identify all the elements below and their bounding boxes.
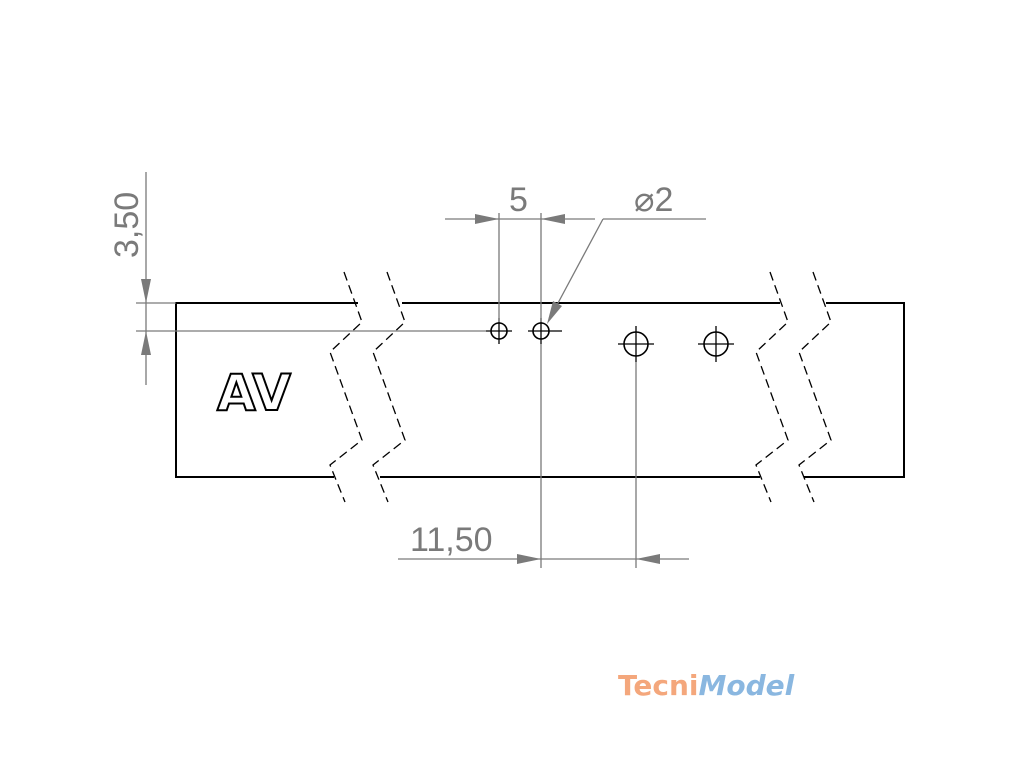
dimension-vertical-offset: 3,50 bbox=[108, 172, 486, 385]
break-lines bbox=[329, 271, 832, 503]
large-hole-2 bbox=[698, 326, 734, 362]
dimension-horizontal-offset: 11,50 bbox=[398, 344, 689, 568]
large-hole-1 bbox=[618, 326, 654, 362]
tecnimodel-logo: TecniModel bbox=[618, 669, 795, 702]
dimension-hole-diameter: ⌀2 bbox=[547, 181, 706, 324]
break-line-left-b bbox=[372, 271, 406, 503]
dim-label-vertical-offset: 3,50 bbox=[108, 192, 146, 258]
break-line-right-b bbox=[798, 271, 832, 503]
small-hole-1 bbox=[486, 318, 512, 344]
dimension-hole-spacing: 5 bbox=[445, 181, 595, 322]
break-line-right-a bbox=[755, 271, 789, 503]
dim-label-hole-spacing: 5 bbox=[509, 181, 528, 219]
logo-part-model: Model bbox=[699, 669, 795, 702]
part-outline bbox=[175, 302, 905, 478]
dim-label-hole-diameter: ⌀2 bbox=[634, 181, 673, 219]
engraving-text: AV bbox=[217, 364, 291, 422]
break-line-left-a bbox=[329, 271, 363, 503]
holes bbox=[486, 318, 734, 362]
small-hole-2 bbox=[528, 318, 562, 344]
dim-label-horizontal-offset: 11,50 bbox=[410, 521, 493, 559]
logo-part-tecni: Tecni bbox=[618, 669, 699, 702]
